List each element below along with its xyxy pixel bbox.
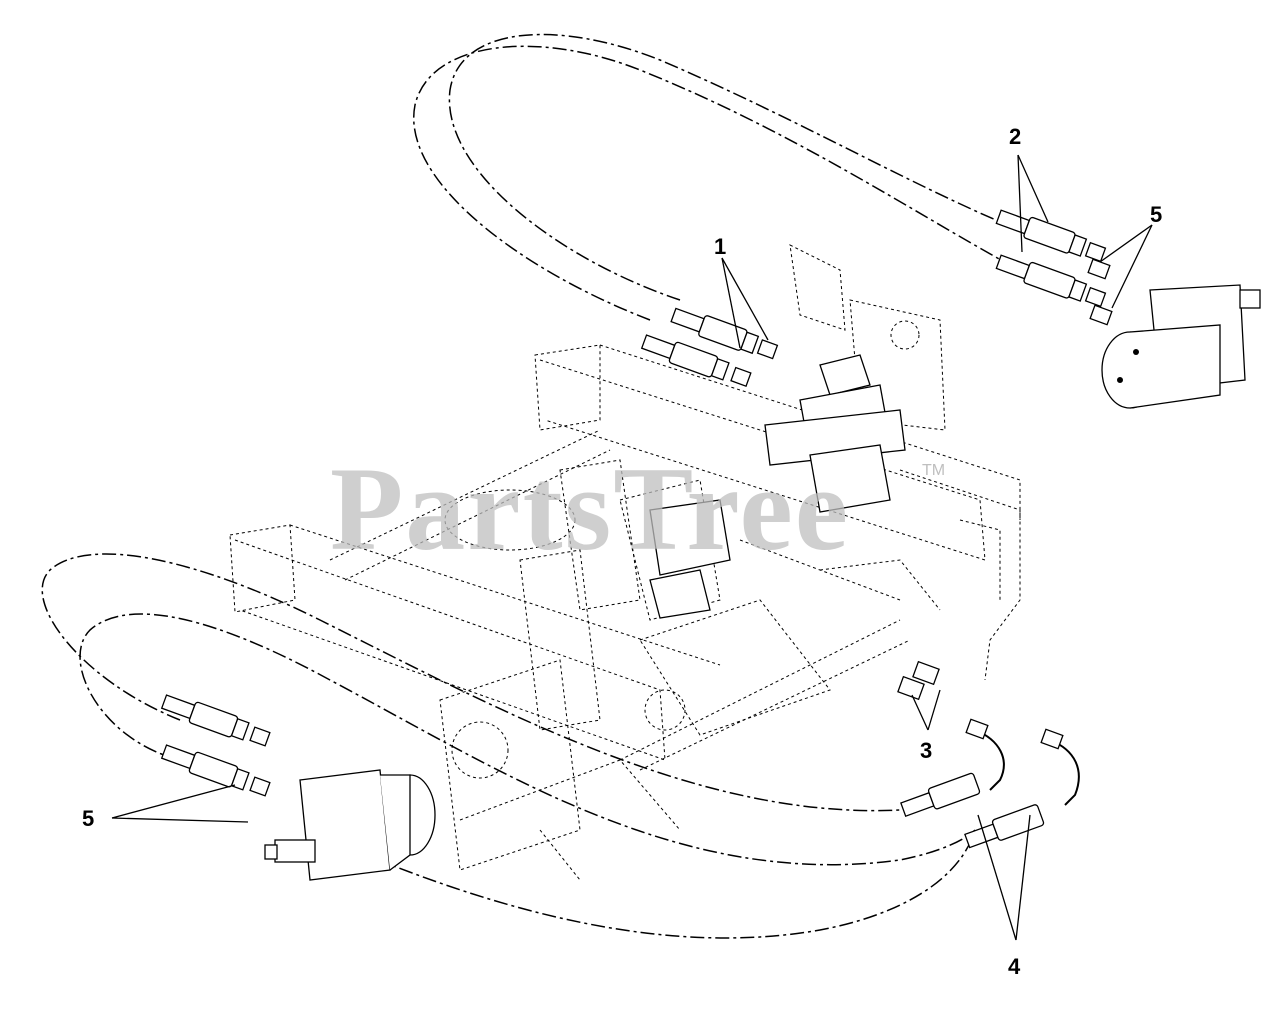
partstree-watermark: PartsTree (330, 442, 850, 575)
callout-2: 2 (1009, 124, 1022, 149)
hose-assembly-2 (995, 209, 1107, 308)
hose-assembly-5-left (160, 694, 271, 797)
wheel-motor-right (1101, 284, 1261, 409)
hose-assembly-1 (640, 307, 779, 387)
callout-4: 4 (1008, 954, 1021, 979)
leader-lines (111, 154, 1153, 941)
wheel-motor-left (264, 769, 436, 881)
fittings-3 (897, 660, 940, 701)
lower-hose-loop (41, 553, 976, 939)
upper-hose-loop (412, 33, 1021, 321)
chassis-frame (229, 244, 1021, 881)
callout-5-left: 5 (82, 806, 95, 831)
trademark-symbol: TM (922, 462, 946, 479)
callout-5-top: 5 (1150, 202, 1163, 227)
fittings-5-top (1087, 258, 1113, 326)
hydraulic-pump (649, 354, 906, 619)
callout-1: 1 (714, 234, 727, 259)
hose-assembly-4 (900, 718, 1080, 849)
callout-3: 3 (920, 738, 933, 763)
